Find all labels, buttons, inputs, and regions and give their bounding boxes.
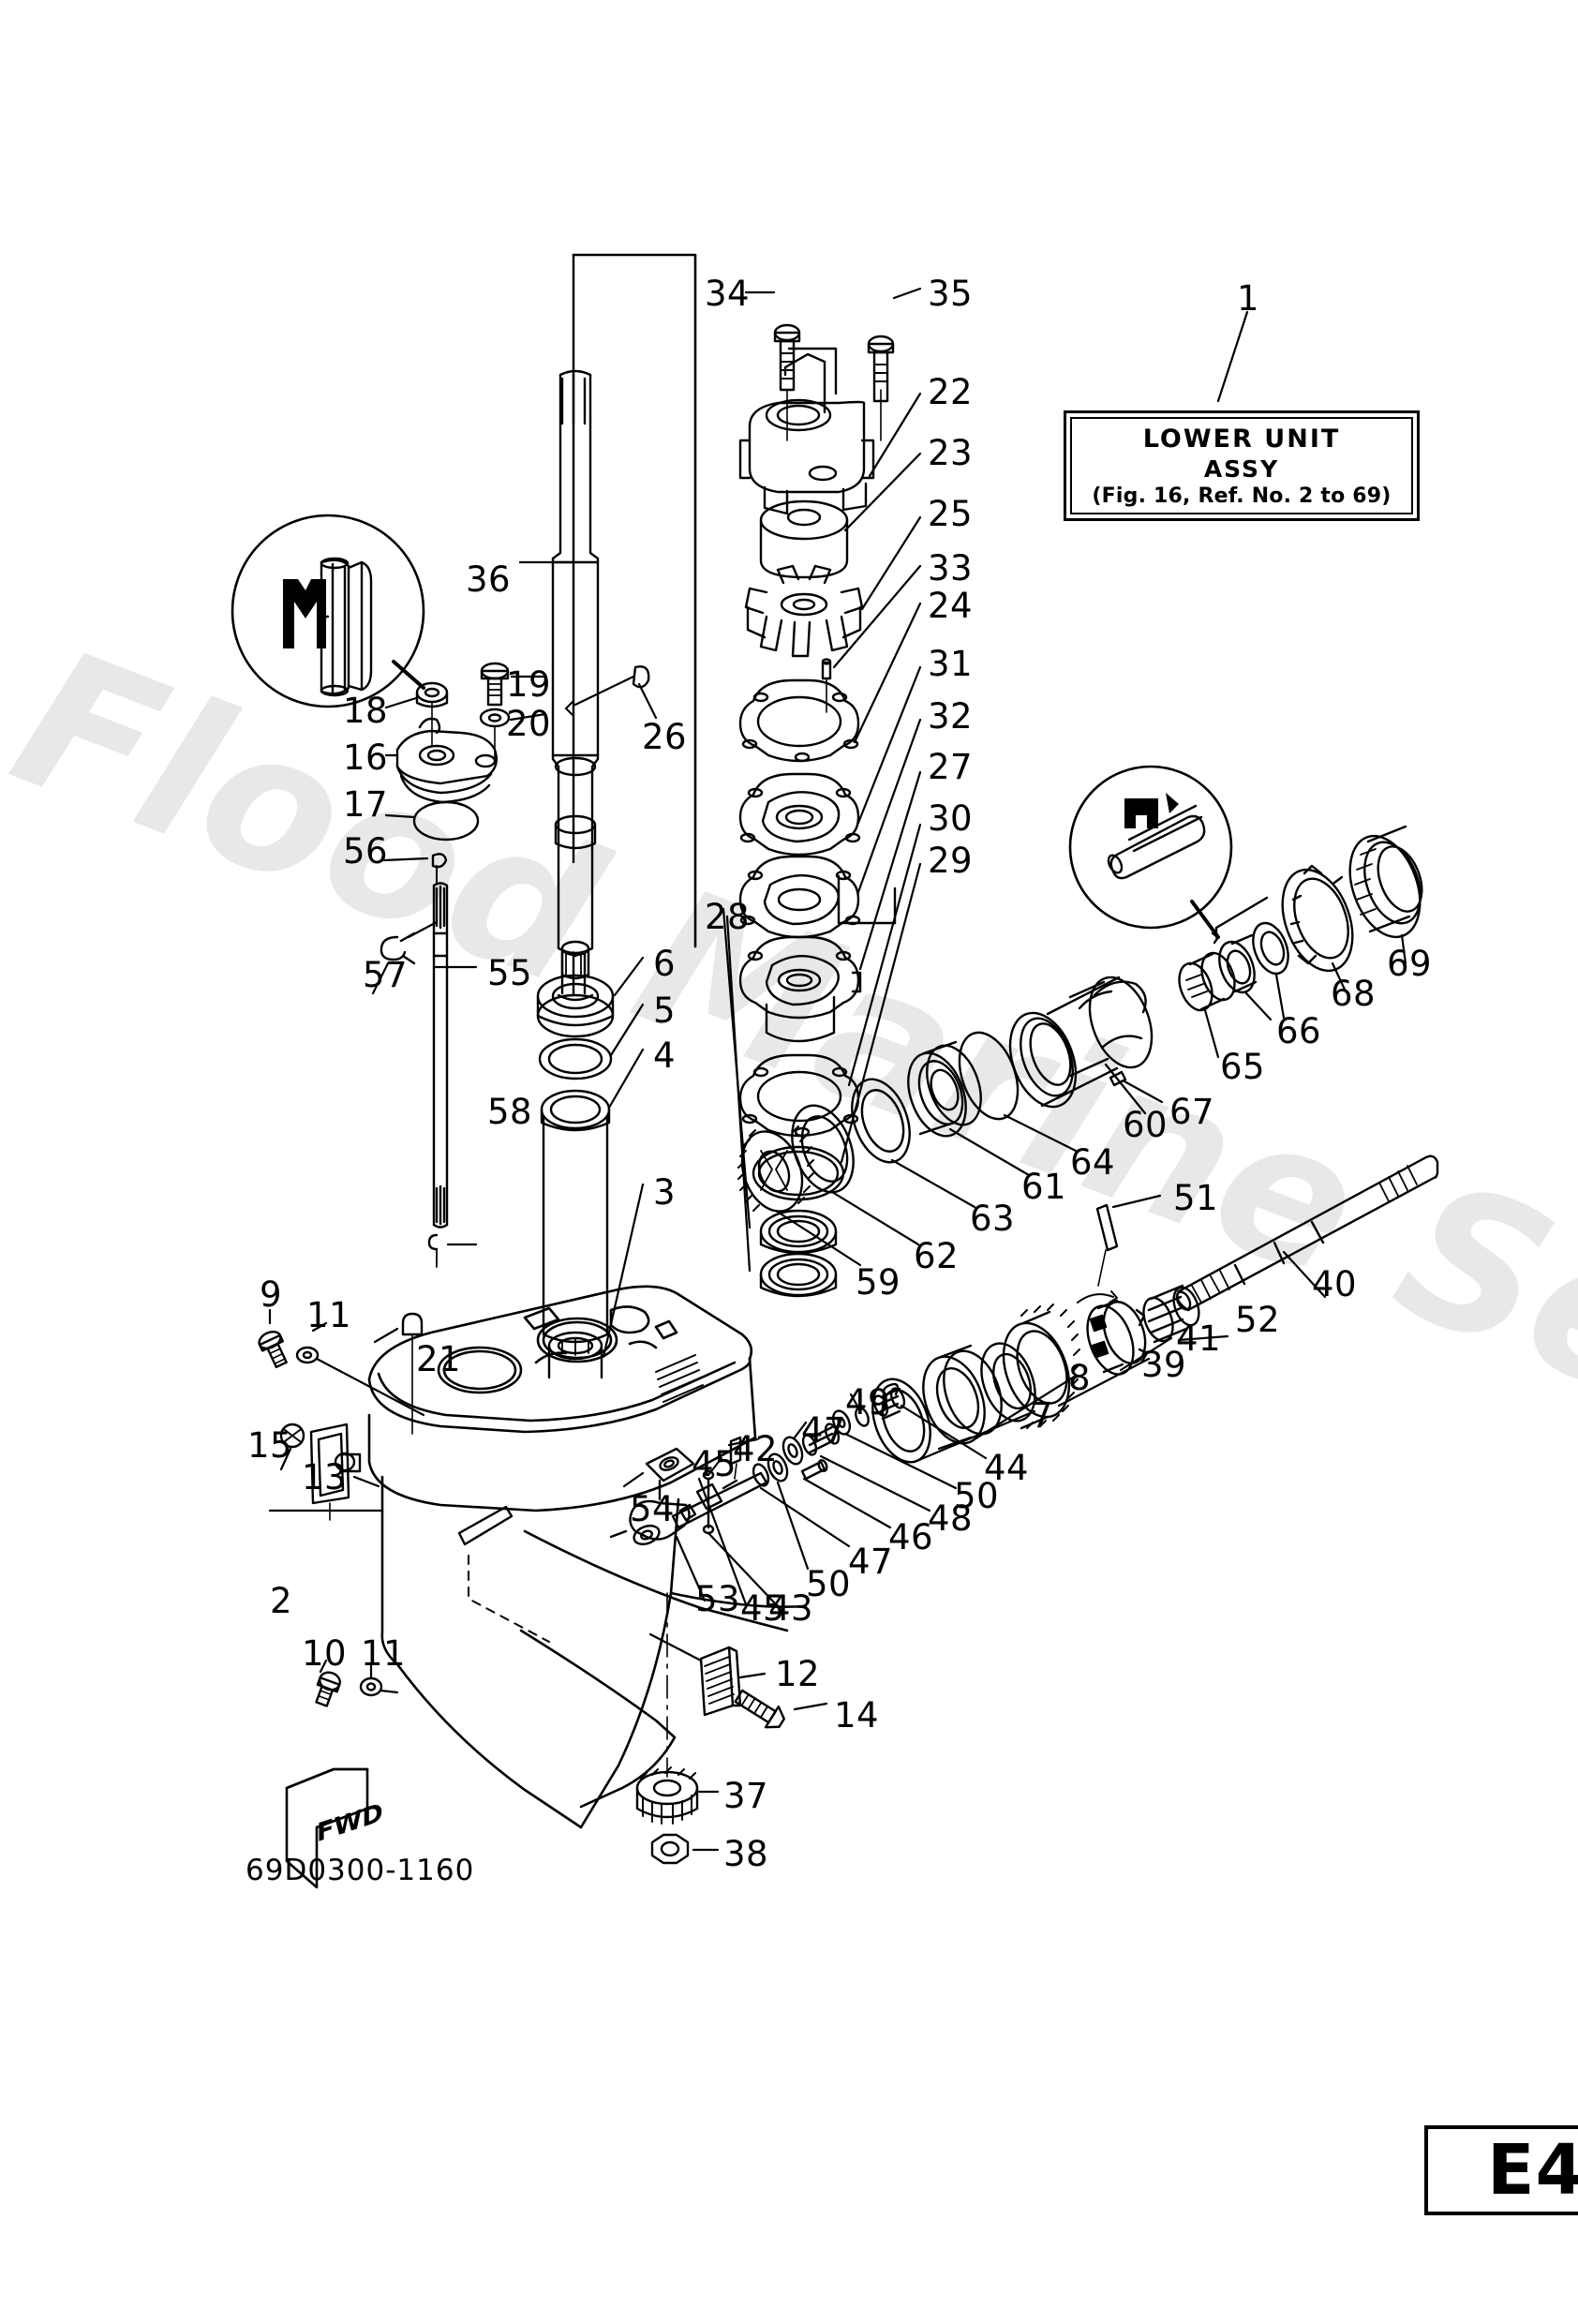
callout-bolt: 35: [928, 274, 974, 314]
callout-bolt: 10: [302, 1633, 348, 1674]
callout-ring-nut: 69: [1387, 944, 1433, 984]
callout-pin: 42: [733, 1429, 779, 1469]
callout-o-ring: 64: [1070, 1142, 1116, 1183]
callout-bolt: 9: [260, 1274, 283, 1315]
callout-o-ring: 29: [928, 841, 974, 881]
callout-cross-pin: 51: [1173, 1178, 1219, 1218]
callout-impeller: 25: [928, 494, 974, 534]
title-box: LOWER UNIT ASSY (Fig. 16, Ref. No. 2 to …: [1064, 410, 1420, 521]
callout-shift-rod: 55: [487, 953, 533, 993]
callout-shift-bracket: 16: [343, 737, 389, 778]
callout-sleeve: 3: [653, 1172, 677, 1213]
callout-o-ring: 5: [653, 991, 677, 1031]
callout-lower-unit-assy-bracket: 1: [1237, 278, 1260, 319]
callout-cotter-pin: 58: [487, 1092, 533, 1132]
page-code-text: E4: [1486, 2130, 1578, 2211]
callout-shift-cam: 54: [630, 1489, 676, 1529]
callout-shift-plunger: 46: [888, 1517, 934, 1557]
callout-washer: 47: [848, 1542, 894, 1582]
callout-screw: 15: [247, 1425, 293, 1466]
callout-pump-housing-lower: 27: [928, 747, 974, 787]
callout-washer: 50: [806, 1564, 852, 1604]
callout-woodruff-key: 26: [642, 717, 688, 757]
callout-dowel-pin: 21: [416, 1339, 462, 1379]
title-line-1: LOWER UNIT: [1142, 424, 1341, 454]
callout-clip: 45: [740, 1588, 786, 1629]
title-line-3: (Fig. 16, Ref. No. 2 to 69): [1092, 484, 1392, 508]
callout-propeller-nut-retainer: 37: [723, 1776, 769, 1816]
callout-water-pump-housing: 22: [928, 372, 974, 412]
callout-wear-plate: 32: [928, 696, 974, 737]
callout-screw: 14: [834, 1695, 880, 1736]
callout-thrust-washer: 62: [914, 1236, 960, 1276]
callout-nut: 18: [343, 691, 389, 731]
callout-set-screw: 67: [1169, 1092, 1215, 1132]
callout-pump-insert-cartridge: 23: [928, 433, 974, 473]
callout-impeller-pin: 33: [928, 548, 974, 588]
callout-spring: 52: [1235, 1300, 1281, 1340]
callout-needle-bearing: 65: [1220, 1047, 1266, 1087]
callout-washer: 49: [845, 1382, 891, 1423]
callout-forward-gear: 39: [1141, 1345, 1187, 1385]
page-code-box: E4: [1424, 2125, 1578, 2215]
callout-reverse-gear: 59: [856, 1262, 901, 1303]
callout-outer-plate: 31: [928, 644, 974, 684]
callout-bearing: 4: [653, 1035, 677, 1076]
callout-lever: 53: [695, 1579, 741, 1619]
callout-gasket-lower: 30: [928, 798, 974, 839]
callout-nut: 38: [723, 1834, 769, 1874]
callout-anode-plate: 13: [302, 1457, 348, 1497]
callout-bolt: 19: [506, 664, 552, 705]
callout-oil-seal-pair: 66: [1276, 1011, 1322, 1051]
callout-oil-seal-housing: 6: [653, 944, 677, 984]
callout-spring: 48: [928, 1498, 974, 1539]
callout-oil-seal-pair: 28: [705, 897, 751, 937]
callout-pin: 43: [768, 1588, 814, 1629]
callout-washer: 20: [506, 704, 552, 744]
callout-cotter-pin: 56: [343, 831, 389, 872]
callout-shim: 63: [970, 1199, 1016, 1239]
callout-washer: 50: [954, 1476, 1000, 1516]
callout-clutch-dog: 41: [1176, 1318, 1222, 1359]
callout-propeller-shaft: 40: [1312, 1264, 1358, 1304]
callout-spring: 44: [984, 1448, 1030, 1488]
callout-washer: 11: [306, 1295, 352, 1335]
callout-drive-shaft: 36: [466, 559, 512, 600]
drawing-number: 69D0300-1160: [246, 1854, 475, 1887]
callout-o-ring: 17: [343, 784, 389, 825]
callout-gasket: 24: [928, 586, 974, 626]
callout-claw-washer: 68: [1331, 974, 1377, 1014]
callout-thrust-washer: 7: [1031, 1395, 1054, 1436]
callout-bearing: 61: [1021, 1167, 1067, 1207]
callout-bolt: 34: [705, 274, 751, 314]
title-line-2: ASSY: [1203, 454, 1280, 483]
callout-gearcase-housing: 2: [270, 1581, 293, 1621]
callout-bearing: 8: [1068, 1358, 1092, 1398]
callout-bearing-carrier: 60: [1123, 1105, 1169, 1145]
callout-washer: 11: [361, 1633, 407, 1674]
callout-clip: 57: [363, 955, 409, 995]
callout-clip: 45: [692, 1444, 737, 1484]
callout-washer: 47: [801, 1410, 847, 1451]
callout-anode: 12: [775, 1654, 821, 1694]
